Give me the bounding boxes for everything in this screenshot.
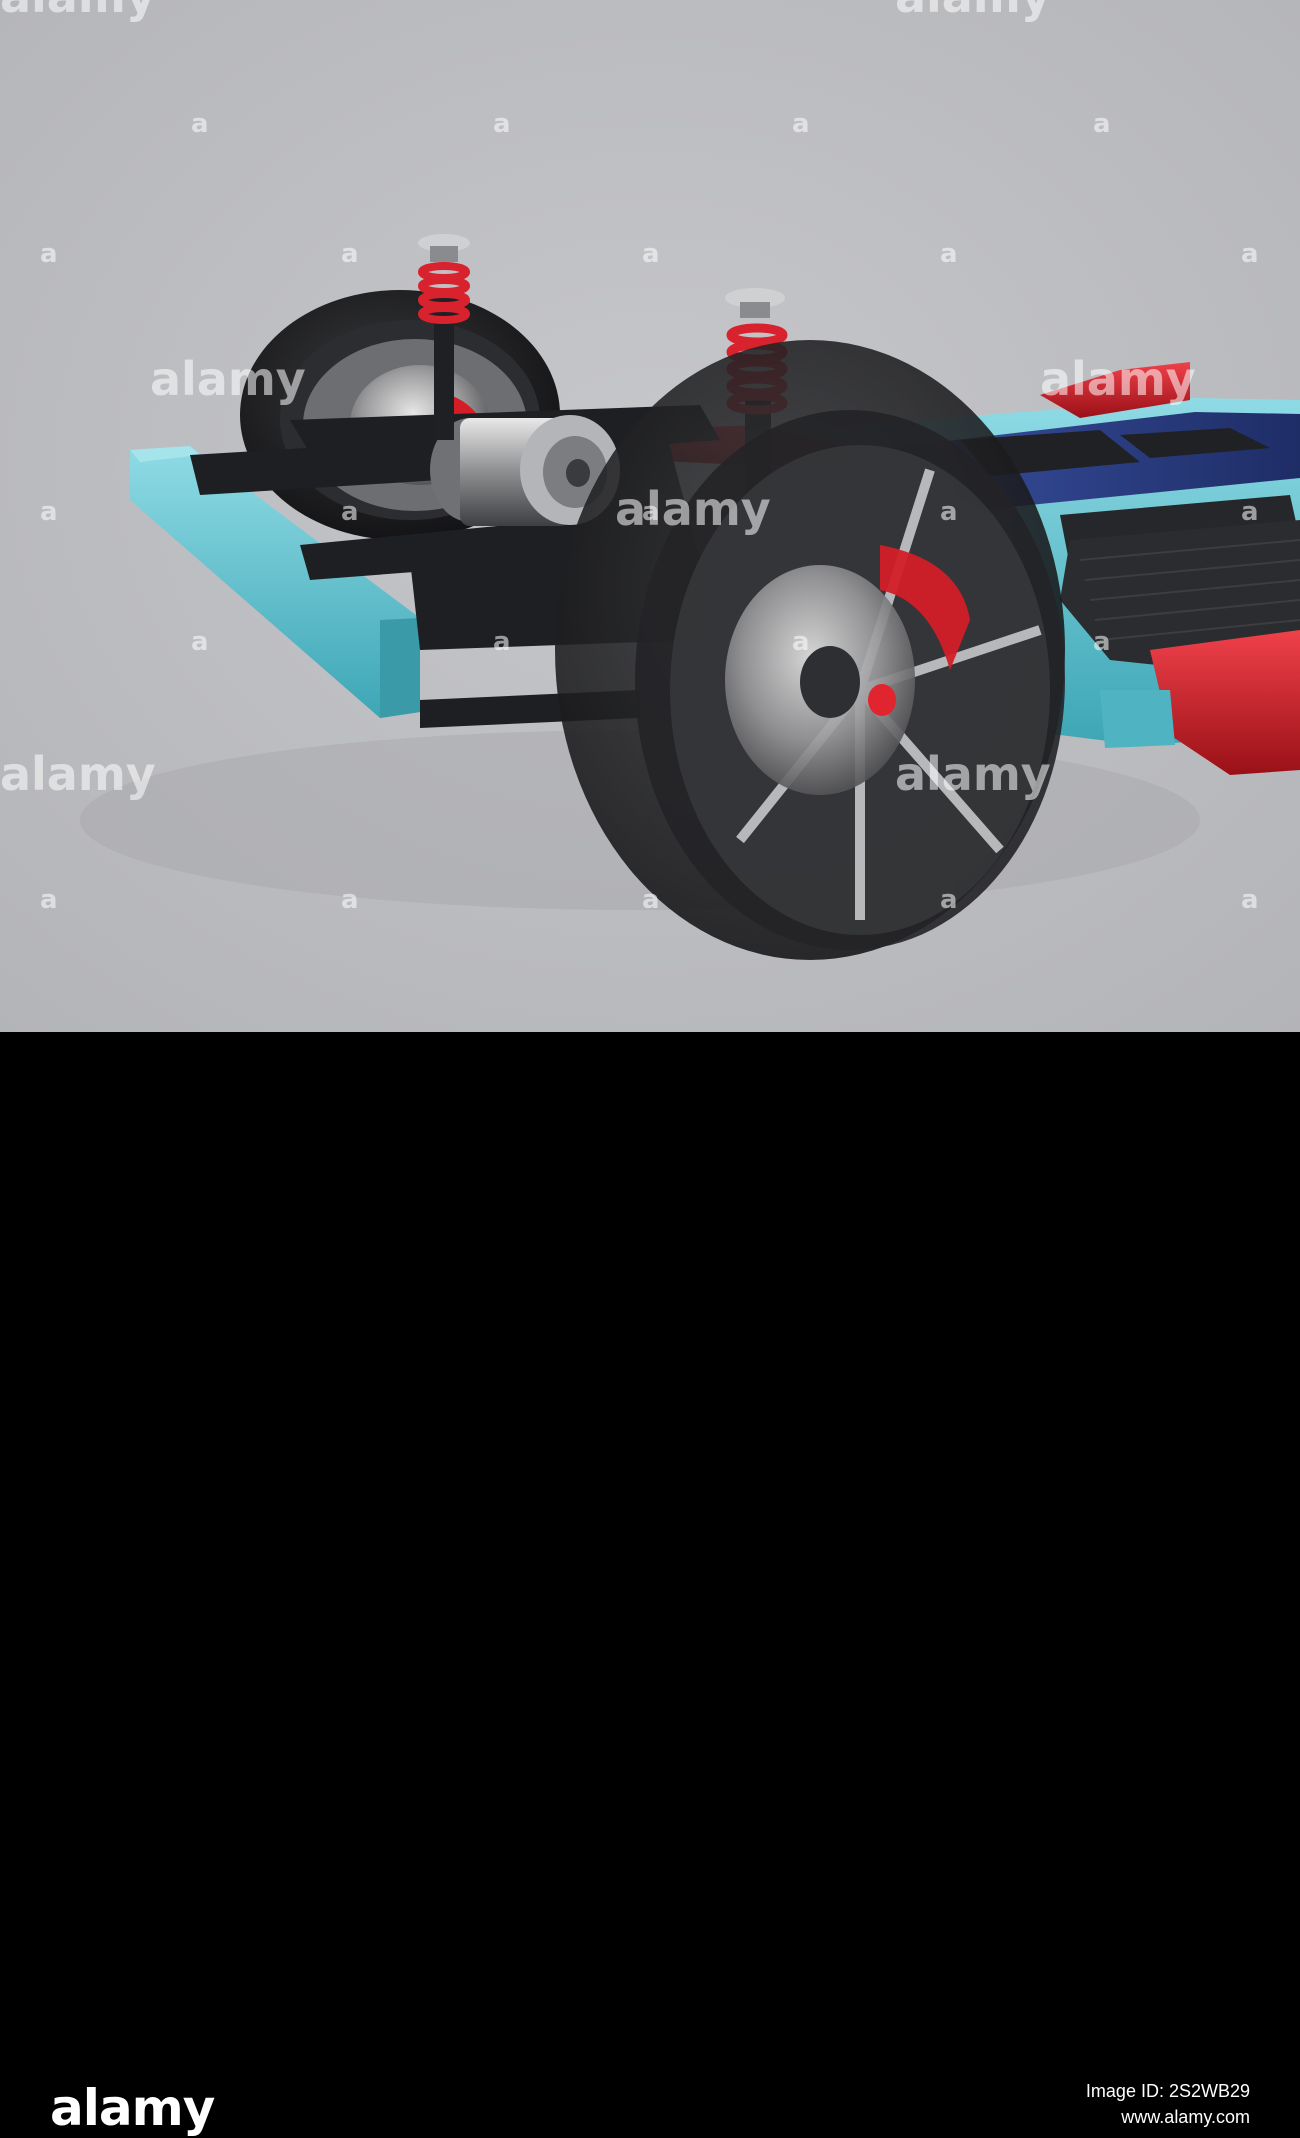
svg-text:a: a: [1241, 885, 1259, 915]
svg-text:a: a: [940, 239, 958, 269]
svg-text:alamy: alamy: [1040, 352, 1196, 406]
svg-text:a: a: [1241, 497, 1259, 527]
svg-text:a: a: [940, 885, 958, 915]
svg-text:a: a: [341, 885, 359, 915]
svg-text:a: a: [191, 627, 209, 657]
svg-text:alamy: alamy: [615, 482, 771, 536]
alamy-logo-watermark: alamy alamy alamy alamy alamy alamy alam…: [0, 0, 1196, 801]
svg-text:a: a: [40, 239, 58, 269]
svg-text:a: a: [792, 109, 810, 139]
ev-chassis-render: a a a a a a a a a a a a a a a a a a a a a a a alamy alamy …: [0, 0, 1300, 1032]
svg-text:alamy: alamy: [0, 0, 156, 23]
brand-logo[interactable]: alamy: [50, 2079, 215, 2137]
svg-text:a: a: [40, 497, 58, 527]
svg-text:a: a: [341, 239, 359, 269]
svg-text:a: a: [642, 497, 660, 527]
front-crossbeam: [130, 446, 420, 718]
alamy-a-watermark: a a a a a a a a a a a a a a a a a a a a a a a: [40, 109, 1259, 915]
svg-text:alamy: alamy: [0, 747, 156, 801]
svg-text:a: a: [191, 109, 209, 139]
image-meta: Image ID: 2S2WB29 www.alamy.com: [1086, 2078, 1250, 2130]
svg-text:a: a: [940, 497, 958, 527]
front-wheel: [555, 340, 1065, 960]
site-link[interactable]: www.alamy.com: [1121, 2107, 1250, 2127]
svg-text:a: a: [792, 627, 810, 657]
svg-text:alamy: alamy: [895, 747, 1051, 801]
svg-text:a: a: [1241, 239, 1259, 269]
svg-text:alamy: alamy: [895, 0, 1051, 23]
footer-bar: alamy Image ID: 2S2WB29 www.alamy.com: [0, 1032, 1300, 2137]
svg-text:a: a: [40, 885, 58, 915]
rear-coilover: [418, 234, 470, 440]
svg-text:a: a: [493, 627, 511, 657]
image-id-label: Image ID: 2S2WB29: [1085, 2081, 1250, 2101]
svg-text:a: a: [642, 885, 660, 915]
svg-text:a: a: [642, 239, 660, 269]
watermark-text: alamy: [150, 352, 306, 406]
svg-text:a: a: [1093, 627, 1111, 657]
svg-text:a: a: [1093, 109, 1111, 139]
svg-text:a: a: [341, 497, 359, 527]
svg-text:a: a: [493, 109, 511, 139]
